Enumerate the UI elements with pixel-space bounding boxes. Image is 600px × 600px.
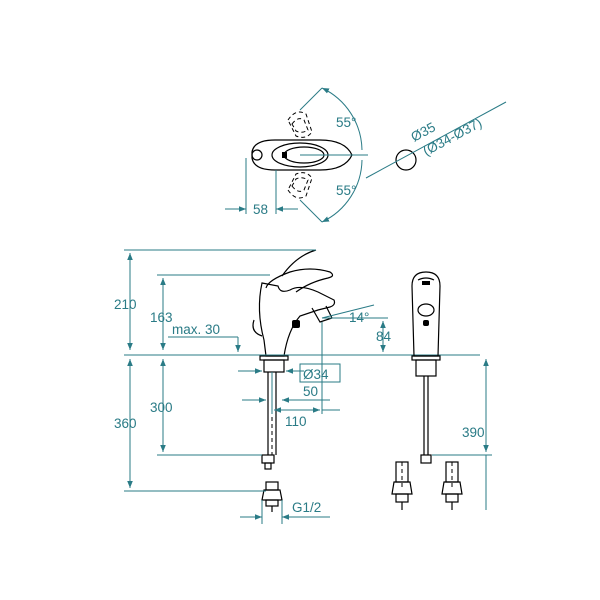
height-spout-label: 163 <box>150 310 173 325</box>
angle-arc-lower <box>321 159 363 223</box>
angle-arc-upper <box>321 87 363 151</box>
hole-diameter-detail: Ø35 (Ø34-Ø37) <box>365 101 507 179</box>
front-view-connector-right <box>441 461 463 510</box>
projection-label: 110 <box>285 414 307 429</box>
base-diameter-label: Ø34 <box>303 367 329 382</box>
front-hose-length-label: 390 <box>462 425 485 440</box>
side-view: 210 163 max. 30 14° 84 Ø34 50 110 <box>114 249 480 524</box>
front-view: 390 <box>391 271 492 510</box>
hose-length-label: 300 <box>150 400 173 415</box>
front-view-connector-left <box>391 461 413 510</box>
side-view-body <box>252 249 336 373</box>
side-view-hose <box>261 372 277 470</box>
max-height-label: max. 30 <box>172 322 220 337</box>
handle-offset-label: 58 <box>253 202 268 217</box>
hose-total-label: 360 <box>114 416 137 431</box>
angle-upper-label: 55° <box>336 115 356 130</box>
base-width-label: 50 <box>303 384 318 399</box>
height-total-label: 210 <box>114 297 137 312</box>
front-view-body <box>411 271 441 464</box>
connection-label: G1/2 <box>292 500 321 515</box>
angle-lower-label: 55° <box>336 183 356 198</box>
handle-ghost-lower <box>287 172 313 199</box>
top-view: 55° 55° 58 <box>225 87 368 223</box>
side-view-connector <box>261 481 283 512</box>
spout-height-label: 84 <box>376 329 392 344</box>
handle-ghost-upper <box>287 111 313 138</box>
